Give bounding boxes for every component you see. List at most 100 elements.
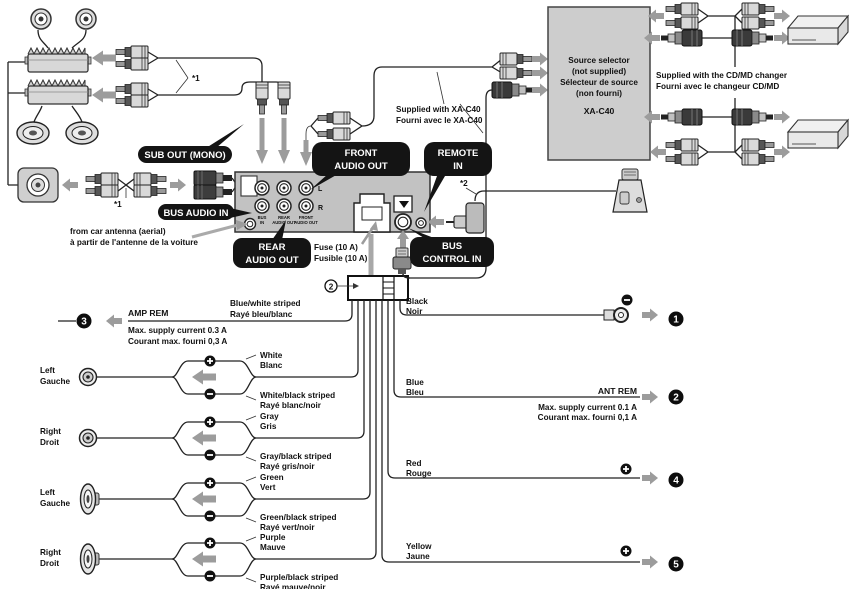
note-fuse-en: Fuse (10 A) — [314, 243, 358, 252]
minus-en: Green/black striped — [260, 513, 336, 522]
bus-audio-plug-icon — [193, 170, 233, 186]
minus-icon — [203, 448, 217, 462]
rca-plug-icon — [665, 2, 699, 16]
wire-black-fr: Noir — [406, 307, 423, 316]
ant-rem-note2: Courant max. fourni 0,1 A — [538, 413, 637, 422]
plus-icon — [203, 476, 217, 490]
fuse-holder — [353, 193, 391, 233]
changer-cable-group-2 — [644, 98, 849, 166]
harness-wires — [128, 273, 640, 563]
note-fuse-fr: Fusible (10 A) — [314, 254, 368, 263]
arrow-right-icon — [774, 9, 790, 23]
badge-5: 5 — [673, 560, 679, 571]
bus-audio-plug-icon — [193, 184, 233, 200]
rca-plug-icon — [115, 94, 149, 108]
jack-label: AUDIO OUT — [272, 220, 296, 225]
ant-rem-label: ANT REM — [598, 386, 637, 396]
note-asterisk2: *2 — [460, 179, 468, 188]
arrow-right-icon — [532, 52, 548, 66]
badge-1: 1 — [673, 315, 679, 326]
rca-plug-icon — [741, 152, 775, 166]
wire-blue-en: Blue — [406, 378, 424, 387]
yellow-wire-row: Yellow Jaune 5 — [406, 542, 684, 572]
arrow-left-icon — [62, 178, 78, 192]
pill-bus-audio-in: BUS AUDIO IN — [163, 208, 228, 219]
minus-en: Purple/black striped — [260, 573, 338, 582]
source-selector-box: Source selector (not supplied) Sélecteur… — [547, 6, 651, 161]
crossover-amp-1 — [24, 47, 92, 73]
note-supplied-changer-fr: Fourni avec le changeur CD/MD — [656, 82, 779, 91]
rca-plug-icon — [741, 2, 775, 16]
plus-icon — [619, 462, 633, 476]
pill-bus-control-in: BUS — [442, 241, 462, 252]
minus-icon — [203, 387, 217, 401]
arrow-right-icon — [532, 83, 548, 97]
rca-plug-icon — [115, 57, 149, 71]
jack-bus-in-l — [254, 180, 270, 196]
minus-en: Gray/black striped — [260, 452, 331, 461]
speaker-oval-icon — [79, 543, 100, 575]
jack-front-out-r — [298, 198, 314, 214]
amp-rem-label: AMP REM — [128, 308, 168, 318]
plus-icon — [203, 536, 217, 550]
unit-top-cables — [255, 58, 503, 166]
arrow-up-icon — [397, 230, 409, 248]
amp-rem-row: 3 AMP REM Max. supply current 0.3 A Cour… — [58, 299, 301, 346]
arrow-right-icon — [532, 66, 548, 80]
wire-bluewhite-fr: Rayé bleu/blanc — [230, 310, 293, 319]
speaker-oval-left — [16, 121, 50, 145]
speaker-oval-icon — [79, 483, 100, 515]
rca-plug-icon — [85, 184, 119, 198]
rca-plug-icon — [317, 111, 351, 125]
pill-bus-control-in-2: CONTROL IN — [423, 254, 482, 265]
pill-sub-out: SUB OUT (MONO) — [144, 150, 225, 161]
red-wire-row: Red Rouge 4 — [406, 459, 684, 488]
tweeter-left — [30, 8, 52, 30]
arrow-left-icon — [192, 551, 216, 567]
ring-terminal — [603, 309, 615, 321]
pos-en: Left — [40, 366, 55, 375]
jack-label: AUDIO OUT — [294, 220, 318, 225]
arrow-left-icon — [106, 314, 122, 328]
pill-front-audio-out: FRONT — [345, 148, 378, 159]
note-supplied-changer-en: Supplied with the CD/MD changer — [656, 71, 788, 80]
source-selector-line2: (not supplied) — [572, 67, 626, 76]
pill-front-audio-out-2: AUDIO OUT — [334, 161, 388, 172]
note-asterisk1: *1 — [192, 74, 200, 83]
speaker-round-icon — [78, 428, 98, 448]
ant-rem-note1: Max. supply current 0.1 A — [538, 403, 637, 412]
bus-plug-icon — [491, 81, 534, 99]
pill-rear-audio-out: REAR — [259, 242, 286, 253]
arrow-left-icon — [192, 369, 216, 385]
note-supplied-xa-fr: Fourni avec le XA-C40 — [396, 116, 483, 125]
badge-3: 3 — [81, 317, 87, 328]
rca-plug-icon — [85, 172, 119, 186]
rca-plug-icon — [741, 16, 775, 30]
bus-plug-icon — [731, 108, 774, 126]
arrow-right-icon — [642, 390, 658, 404]
rca-plug-icon — [665, 152, 699, 166]
arrow-left-icon — [650, 145, 666, 159]
wire-blue-fr: Bleu — [406, 388, 424, 397]
speaker-row-1: Left Gauche White Blanc White/black stri… — [40, 351, 335, 410]
speaker-row-4: Right Droit Purple Mauve Purple/black st… — [40, 533, 338, 589]
badge-circle-3 — [76, 313, 92, 329]
plus-fr: Gris — [260, 422, 277, 431]
cd-md-changer-1 — [787, 15, 849, 45]
rca-plug-icon — [665, 16, 699, 30]
pos-fr: Gauche — [40, 377, 70, 386]
wire-yellow-en: Yellow — [406, 542, 432, 551]
arrow-right-icon — [642, 555, 658, 569]
wire-bluewhite-en: Blue/white striped — [230, 299, 301, 308]
source-selector-line1: Source selector — [568, 56, 630, 65]
callout-pills: SUB OUT (MONO) FRONT AUDIO OUT REMOTE IN… — [138, 124, 494, 268]
bus-remote-connectors: *2 — [392, 168, 648, 274]
amp-rem-note2: Courant max. fourni 0,3 A — [128, 337, 227, 346]
plus-en: Gray — [260, 412, 279, 421]
plus-fr: Blanc — [260, 361, 283, 370]
tweeter-right — [75, 8, 97, 30]
bus-plug-icon — [660, 108, 703, 126]
connector-callout-number: 2 — [329, 283, 334, 292]
minus-fr: Rayé vert/noir — [260, 523, 315, 532]
jack-label: IN — [260, 220, 264, 225]
